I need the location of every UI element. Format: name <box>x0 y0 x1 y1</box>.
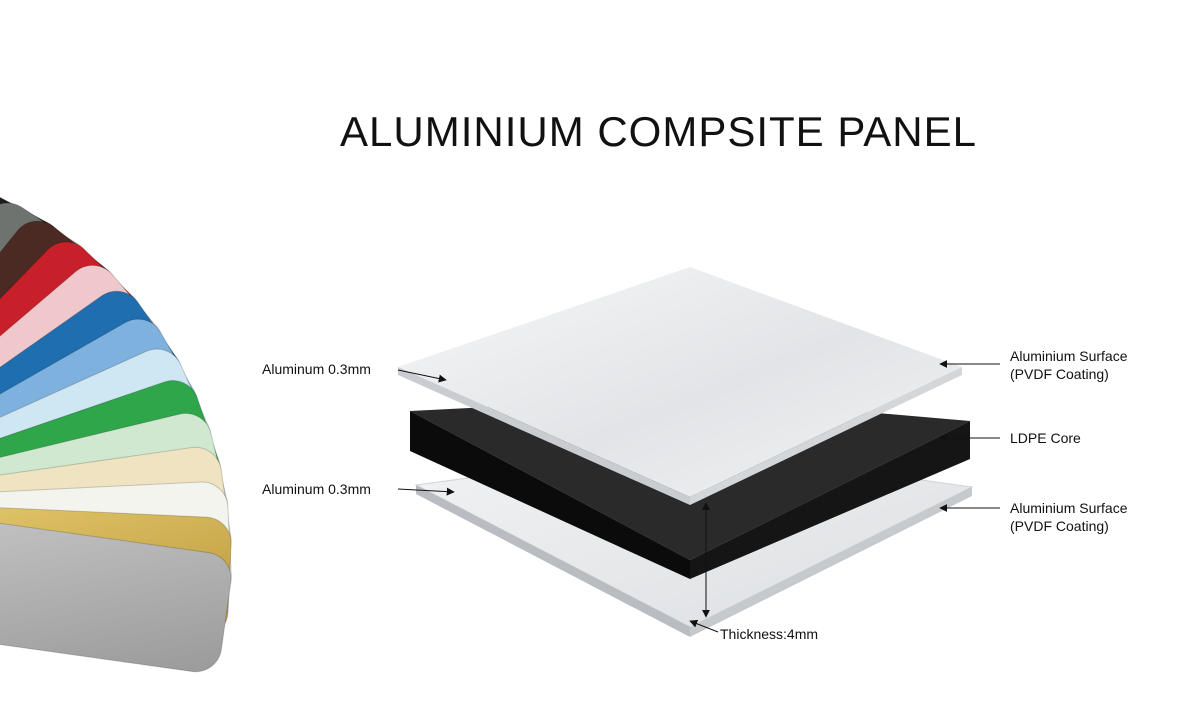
label-thickness: Thickness:4mm <box>720 626 819 642</box>
label-aluminum-bottom: Aluminum 0.3mm <box>262 481 371 497</box>
label-ldpe-core: LDPE Core <box>1010 430 1081 446</box>
label-surface-top-line1: Aluminium Surface <box>1010 348 1128 364</box>
label-surface-bottom-line1: Aluminium Surface <box>1010 500 1128 516</box>
label-surface-bottom: Aluminium Surface (PVDF Coating) <box>1010 499 1128 535</box>
arrow-thickness <box>689 619 719 633</box>
label-surface-top-line2: (PVDF Coating) <box>1010 366 1109 382</box>
page-title: ALUMINIUM COMPSITE PANEL <box>340 108 977 155</box>
label-surface-top: Aluminium Surface (PVDF Coating) <box>1010 347 1128 383</box>
arrow-bottom-left <box>397 487 455 496</box>
color-swatch-fan <box>0 187 232 673</box>
color-swatch-card <box>0 504 232 673</box>
arrow-top-left <box>397 369 447 383</box>
label-aluminum-top: Aluminum 0.3mm <box>262 361 371 377</box>
label-surface-bottom-line2: (PVDF Coating) <box>1010 518 1109 534</box>
aluminum-top-layer <box>398 267 962 505</box>
